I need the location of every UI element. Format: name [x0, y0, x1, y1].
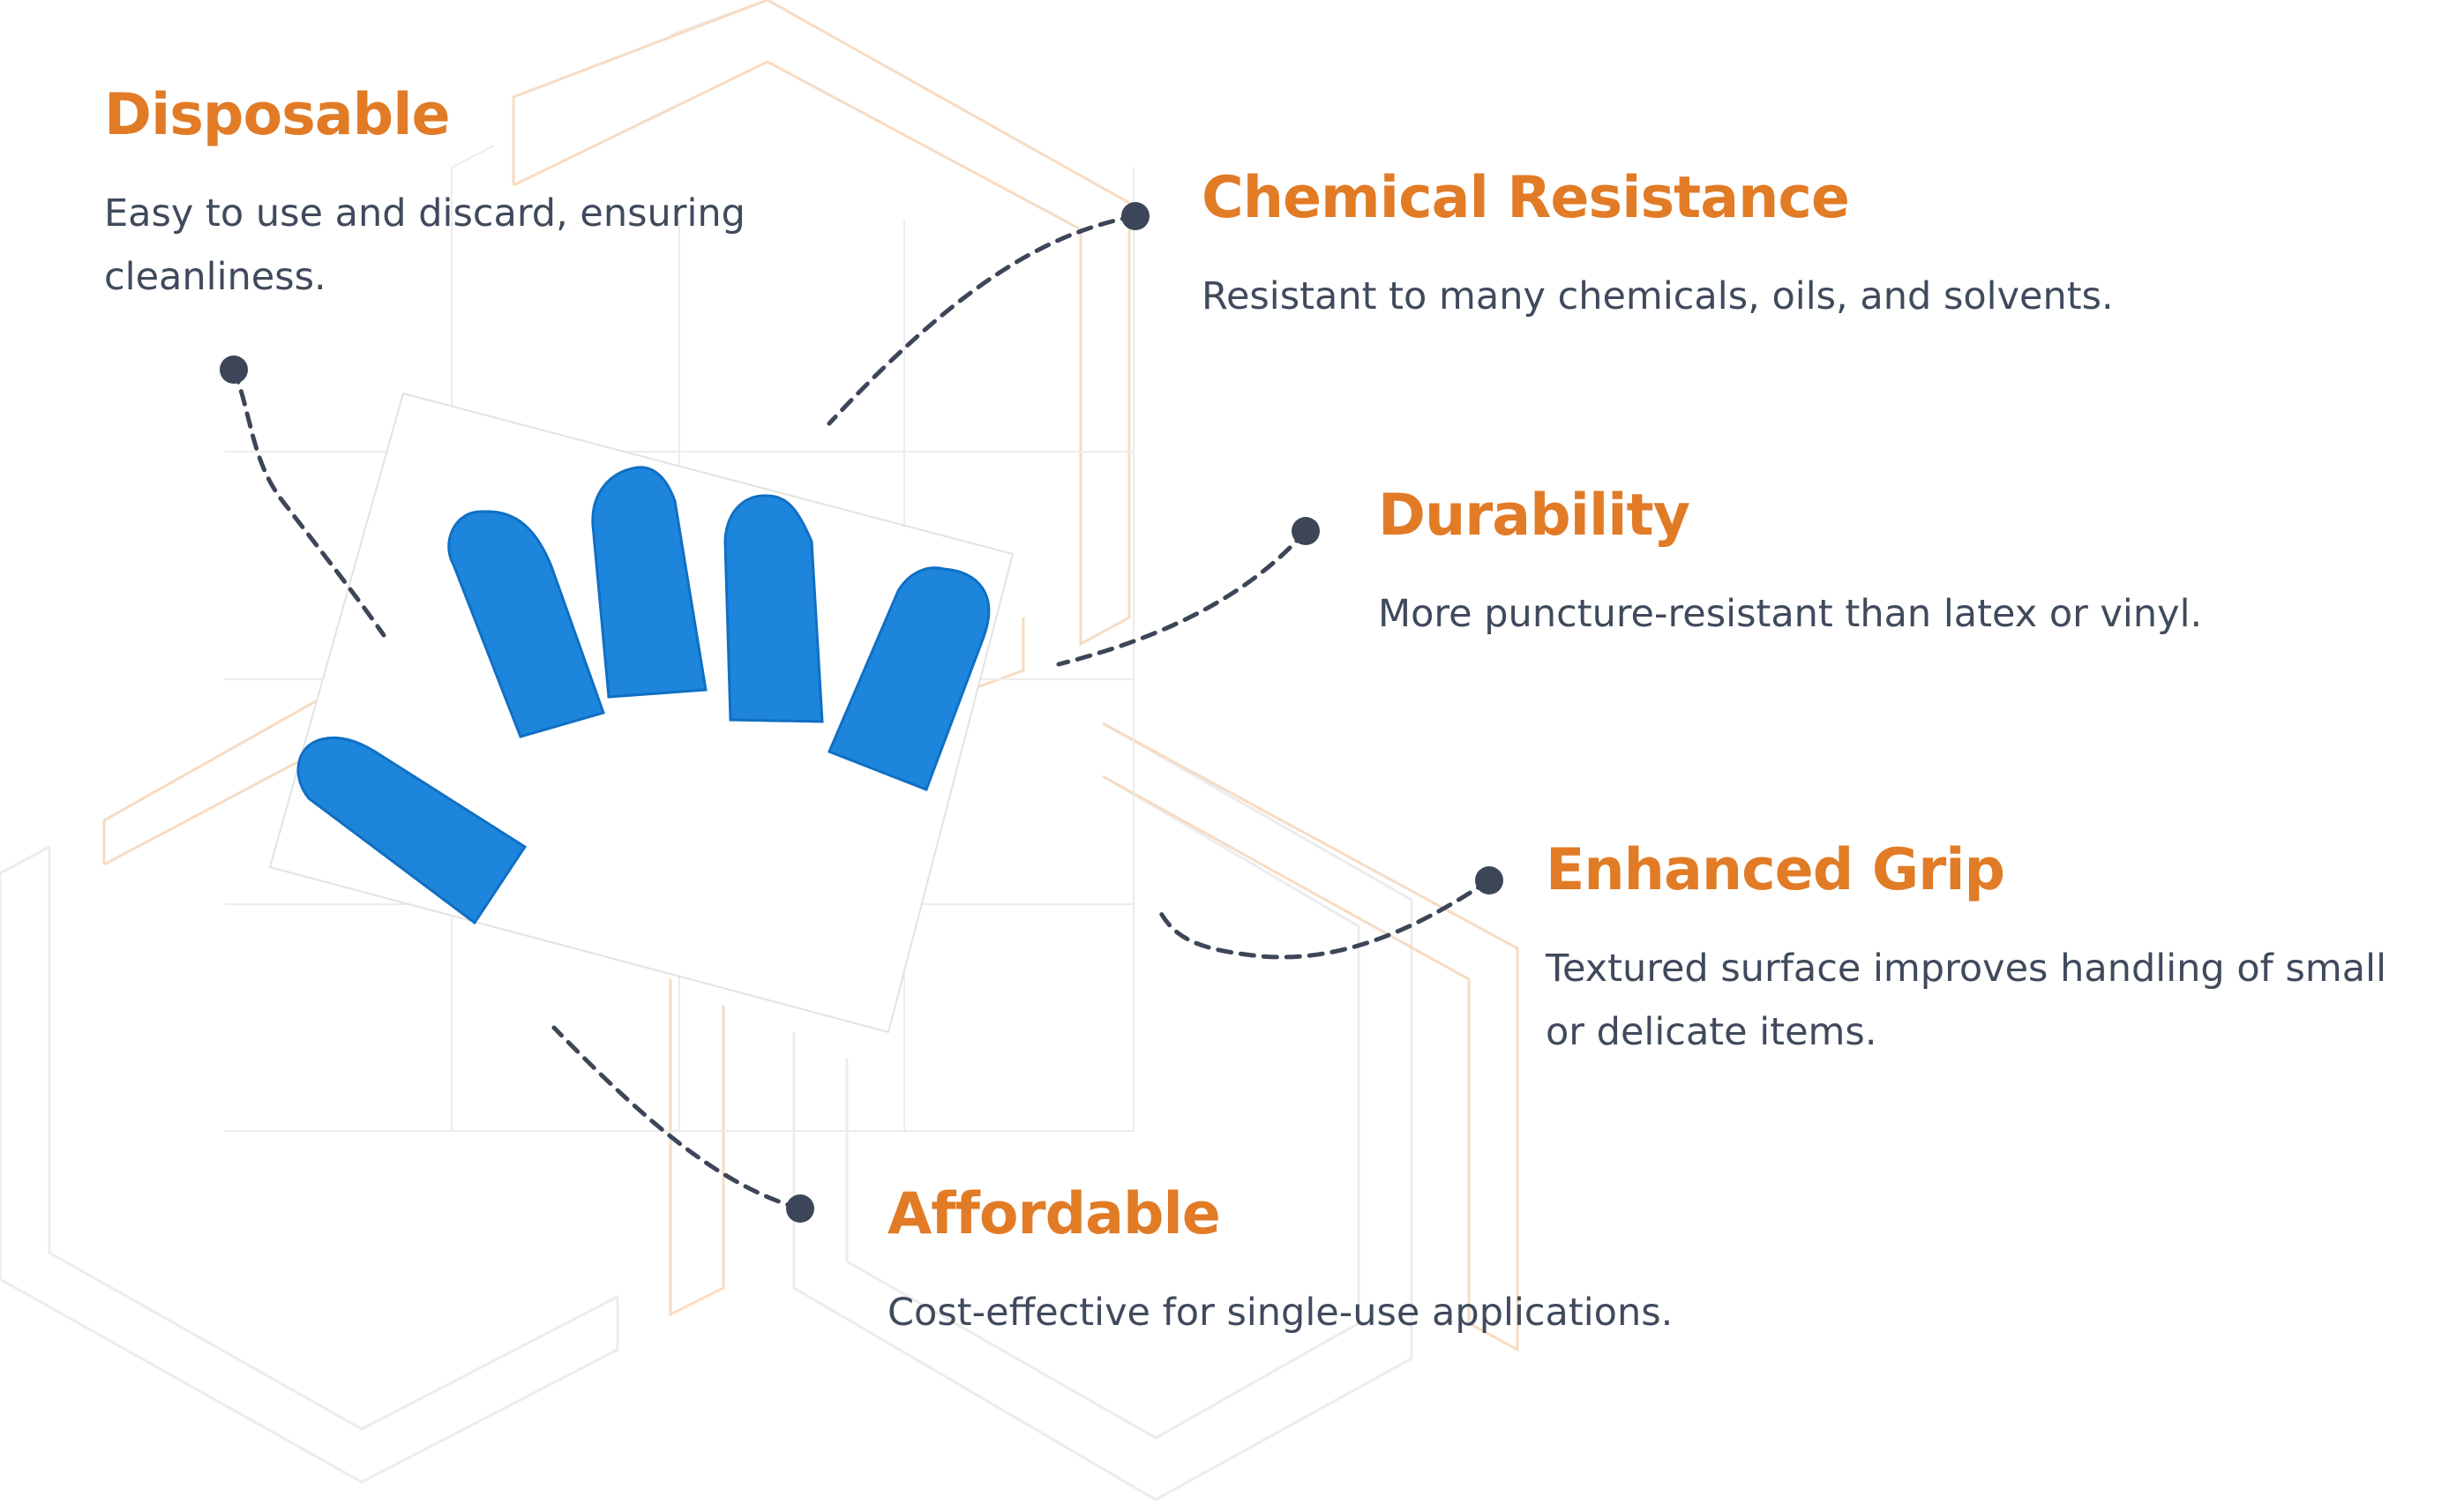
- connector-disposable: [231, 367, 386, 638]
- feature-title-enhanced-grip: Enhanced Grip: [1546, 837, 2005, 903]
- finger-cot-1: [447, 510, 605, 738]
- connector-dot-affordable: [786, 1194, 814, 1223]
- connector-chemical: [827, 213, 1138, 426]
- connector-dot-disposable: [220, 356, 248, 384]
- feature-title-durability: Durability: [1378, 483, 1690, 549]
- feature-title-chemical-resistance: Chemical Resistance: [1202, 165, 1850, 231]
- feature-description-enhanced-grip: Textured surface improves handling of sm…: [1546, 947, 2387, 1054]
- feature-description-disposable: Easy to use and discard, ensuring cleanl…: [104, 191, 745, 299]
- feature-title-disposable: Disposable: [104, 82, 451, 148]
- connector-dot-chemical: [1121, 202, 1150, 230]
- finger-cot-2: [591, 466, 708, 699]
- feature-description-affordable: Cost-effective for single-use applicatio…: [887, 1291, 1674, 1335]
- finger-cot-4: [828, 566, 991, 791]
- feature-description-durability: More puncture-resistant than latex or vi…: [1378, 592, 2203, 636]
- feature-description-chemical-resistance: Resistant to many chemicals, oils, and s…: [1202, 274, 2114, 318]
- connector-dot-durability: [1292, 517, 1320, 545]
- feature-disposable: Disposable Easy to use and discard, ensu…: [104, 81, 828, 309]
- feature-title-affordable: Affordable: [887, 1181, 1221, 1247]
- connector-grip: [1157, 878, 1492, 960]
- feature-affordable: Affordable Cost-effective for single-use…: [887, 1180, 2034, 1344]
- feature-chemical-resistance: Chemical Resistance Resistant to many ch…: [1202, 164, 2393, 328]
- finger-cot-icon: [296, 466, 991, 925]
- feature-durability: Durability More puncture-resistant than …: [1378, 482, 2393, 646]
- finger-cot-3: [723, 494, 824, 723]
- connector-durability: [1056, 528, 1308, 667]
- feature-enhanced-grip: Enhanced Grip Textured surface improves …: [1546, 836, 2437, 1064]
- connector-dot-grip: [1475, 866, 1503, 894]
- finger-cot-5: [296, 736, 528, 925]
- connector-affordable: [551, 1025, 803, 1211]
